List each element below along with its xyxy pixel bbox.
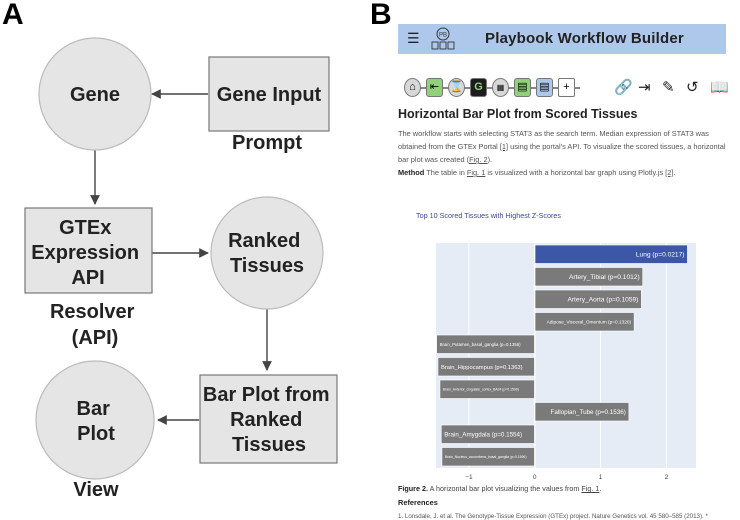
- ref-1-link[interactable]: [1]: [499, 142, 509, 151]
- figure-caption: Figure 2. A horizontal bar plot visualiz…: [398, 484, 601, 493]
- story-icon[interactable]: 📖: [710, 79, 729, 96]
- caption-end: .: [599, 484, 602, 493]
- panel-label-a: A: [2, 0, 24, 31]
- hourglass-icon[interactable]: ⌛: [448, 78, 465, 97]
- node-bar-plot-view: [35, 360, 155, 480]
- tissue-icon[interactable]: ▦: [492, 78, 509, 97]
- references-title: References: [398, 498, 438, 507]
- app-title[interactable]: Playbook Workflow Builder: [485, 30, 684, 47]
- fig-1-link[interactable]: Fig. 1: [466, 168, 486, 177]
- node-gene: [38, 37, 152, 151]
- x-tick-label: 0: [533, 474, 537, 481]
- method-text: Method The table in Fig. 1 is visualized…: [398, 168, 734, 177]
- home-icon[interactable]: ⌂: [404, 78, 421, 97]
- x-tick-label: −1: [465, 474, 473, 481]
- bar-label: Brain_Amygdala (p=0.1554): [444, 431, 522, 438]
- gtex-icon[interactable]: G: [470, 78, 487, 97]
- add-step-icon[interactable]: +: [558, 78, 575, 97]
- playbook-logo-icon[interactable]: PB: [430, 27, 456, 56]
- link-icon[interactable]: 🔗: [614, 79, 633, 96]
- bar-label: Fallopian_Tube (p=0.1536): [550, 409, 625, 416]
- node-gene-label: Gene: [70, 84, 120, 106]
- node-ranked-tissues: [210, 196, 324, 310]
- node-gene-input-label: Gene Input: [217, 84, 322, 106]
- method-text-3: .: [673, 168, 676, 177]
- bar-label: Brain_Anterior_cingulate_cortex_BA24 (p=…: [443, 387, 519, 391]
- hamburger-menu-icon[interactable]: ☰: [407, 30, 420, 46]
- bar-label: Brain_Nucleus_accumbens_basal_ganglia (p…: [445, 455, 527, 459]
- reference-1: 1. Lonsdale, J. et al. The Genotype-Tiss…: [398, 513, 708, 520]
- workflow-description: The workflow starts with selecting STAT3…: [398, 127, 734, 166]
- node-gene-input-caption: Prompt: [232, 132, 302, 154]
- node-gtex-caption: Resolver (API): [50, 301, 140, 349]
- export-icon[interactable]: ⇥: [638, 79, 651, 96]
- figure-panel-b: B ☰ PB Playbook Workflow Builder ⌂ ⇤ ⌛ G…: [370, 0, 740, 520]
- bar-label: Adipose_Visceral_Omentum (p=0.1320): [547, 319, 632, 325]
- method-label: Method: [398, 168, 425, 177]
- bar-label: Lung (p=0.0217): [636, 252, 685, 259]
- bar-label: Artery_Tibial (p=0.1012): [569, 274, 640, 281]
- fig-2-link[interactable]: Fig. 2: [469, 155, 488, 164]
- method-text-1: The table in: [424, 168, 467, 177]
- restart-icon[interactable]: ↺: [686, 79, 699, 96]
- chart-title: Top 10 Scored Tissues with Highest Z-Sco…: [416, 211, 562, 220]
- bar-chart: −1 0 1 2 Lung (p=0.0217) Artery_Tibial (p=0.1…: [436, 243, 696, 481]
- ref-2-link[interactable]: [2]: [665, 168, 674, 177]
- bar-chart-icon[interactable]: ▤: [514, 78, 531, 97]
- node-bar-plot-from-ranked-tissues: [199, 374, 338, 464]
- node-gtex-label: GTEx Expression API: [31, 217, 144, 289]
- node-barplot-label: Bar Plot from Ranked Tissues: [203, 384, 335, 456]
- workflow-toolbar: ⌂ ⇤ ⌛ G ▦ ▤ ▤ +: [404, 78, 584, 100]
- workflow-diagram: A Gene Gene Input Prompt GTEx Expression…: [2, 0, 338, 501]
- caption-fig-1-link[interactable]: Fig. 1: [581, 484, 600, 493]
- bar-label: Brain_Hippocampus (p=0.1363): [441, 365, 523, 371]
- desc-text-1: The workflow starts with selecting STAT3…: [398, 129, 709, 151]
- import-icon[interactable]: ⇤: [426, 78, 443, 97]
- bar-label: Artery_Aorta (p=0.1059): [567, 297, 638, 304]
- node-gene-input: [208, 56, 330, 132]
- x-tick-label: 2: [665, 474, 669, 481]
- node-gtex-expression-api: [24, 207, 153, 294]
- page-title: Horizontal Bar Plot from Scored Tissues: [398, 107, 638, 121]
- node-view-caption: View: [73, 479, 119, 501]
- bar-label: Brain_Putamen_basal_ganglia (p=0.1356): [440, 342, 521, 347]
- app-header: ☰ PB Playbook Workflow Builder: [398, 24, 726, 54]
- node-view-label: Bar Plot: [77, 398, 116, 445]
- plugin-icon[interactable]: ✎: [662, 79, 675, 96]
- x-tick-label: 1: [599, 474, 603, 481]
- caption-text: A horizontal bar plot visualizing the va…: [427, 484, 582, 493]
- desc-text-3: ).: [487, 155, 493, 164]
- panel-label-b-wrap: B: [370, 0, 392, 30]
- bar-chart-view-icon[interactable]: ▤: [536, 78, 553, 97]
- method-text-2: is visualized with a horizontal bar grap…: [485, 168, 666, 177]
- action-icons: 🔗 ⇥ ✎ ↺ 📖: [612, 78, 732, 100]
- svg-text:PB: PB: [439, 33, 447, 39]
- caption-label: Figure 2.: [398, 484, 428, 493]
- node-ranked-label: Ranked Tissues: [228, 230, 306, 277]
- desc-text-2: using the portal's API. To visualize the…: [398, 142, 726, 164]
- panel-label-b: B: [370, 0, 392, 30]
